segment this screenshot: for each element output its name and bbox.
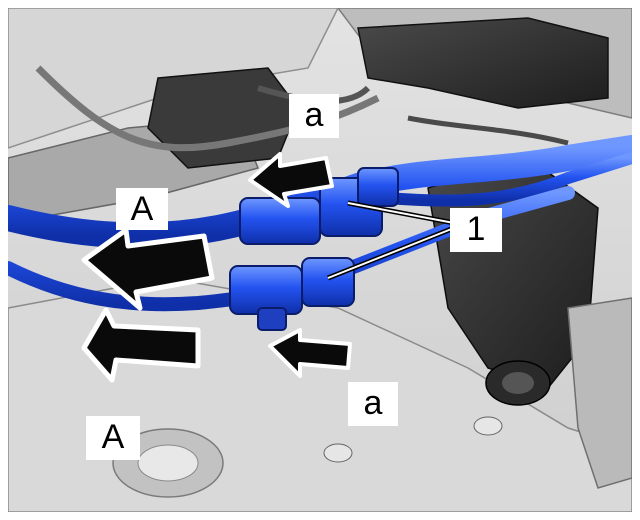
upper-connector — [239, 167, 399, 245]
mount-bushing-inner — [502, 372, 534, 394]
release-arrow-bottom — [268, 328, 352, 378]
label-pull-left: A — [116, 188, 168, 230]
label-release-top: a — [289, 94, 339, 138]
floor-hole-inner — [137, 444, 199, 482]
pull-arrow-left — [81, 227, 215, 311]
lower-connector — [229, 257, 355, 331]
pull-arrow-bottom — [81, 307, 201, 383]
floor-stud-2 — [473, 416, 503, 436]
release-arrow-top — [248, 152, 334, 208]
wiring-connector-illustration — [8, 8, 632, 512]
label-pull-bottom: A — [86, 416, 140, 460]
label-connectors-callout: 1 — [450, 208, 502, 252]
label-release-bottom: a — [348, 382, 398, 426]
floor-stud-1 — [323, 443, 353, 463]
background-cable-3 — [407, 115, 569, 146]
leader-line-lower-inner — [327, 227, 455, 279]
diagram-frame: a A 1 a A — [8, 8, 632, 512]
harness-upper-right — [382, 152, 632, 207]
upper-dark-housing — [357, 17, 609, 109]
right-lower-part — [567, 297, 632, 489]
leader-line-upper-inner — [347, 202, 455, 224]
